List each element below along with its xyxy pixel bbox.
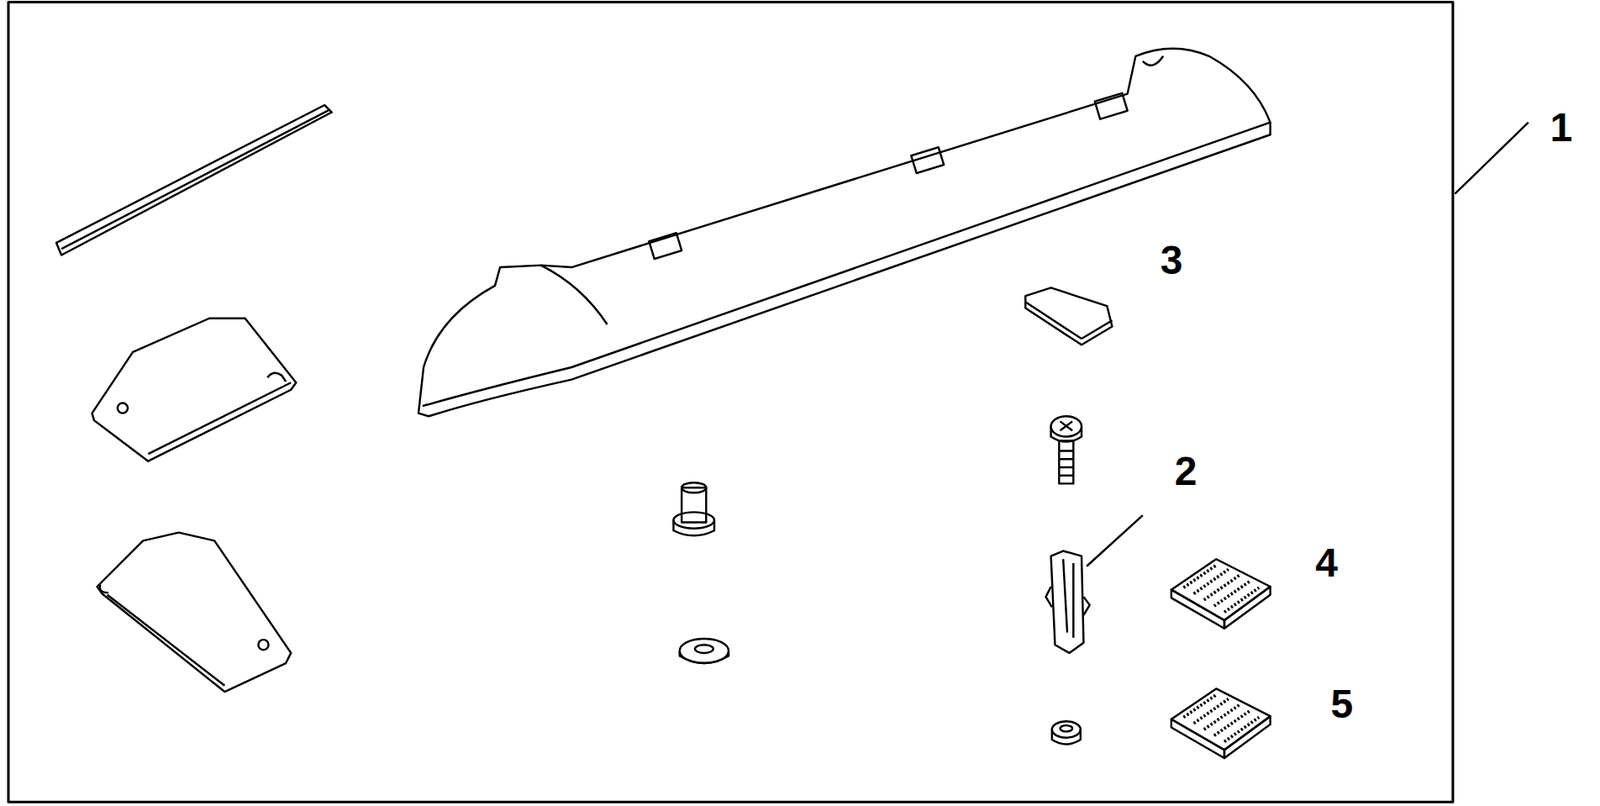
callout-number: 5 [1330,684,1353,725]
callout-number: 3 [1160,240,1184,281]
callout-number: 4 [1315,542,1338,584]
callout-number: 2 [1174,451,1198,492]
callout-number: 1 [1550,107,1574,148]
